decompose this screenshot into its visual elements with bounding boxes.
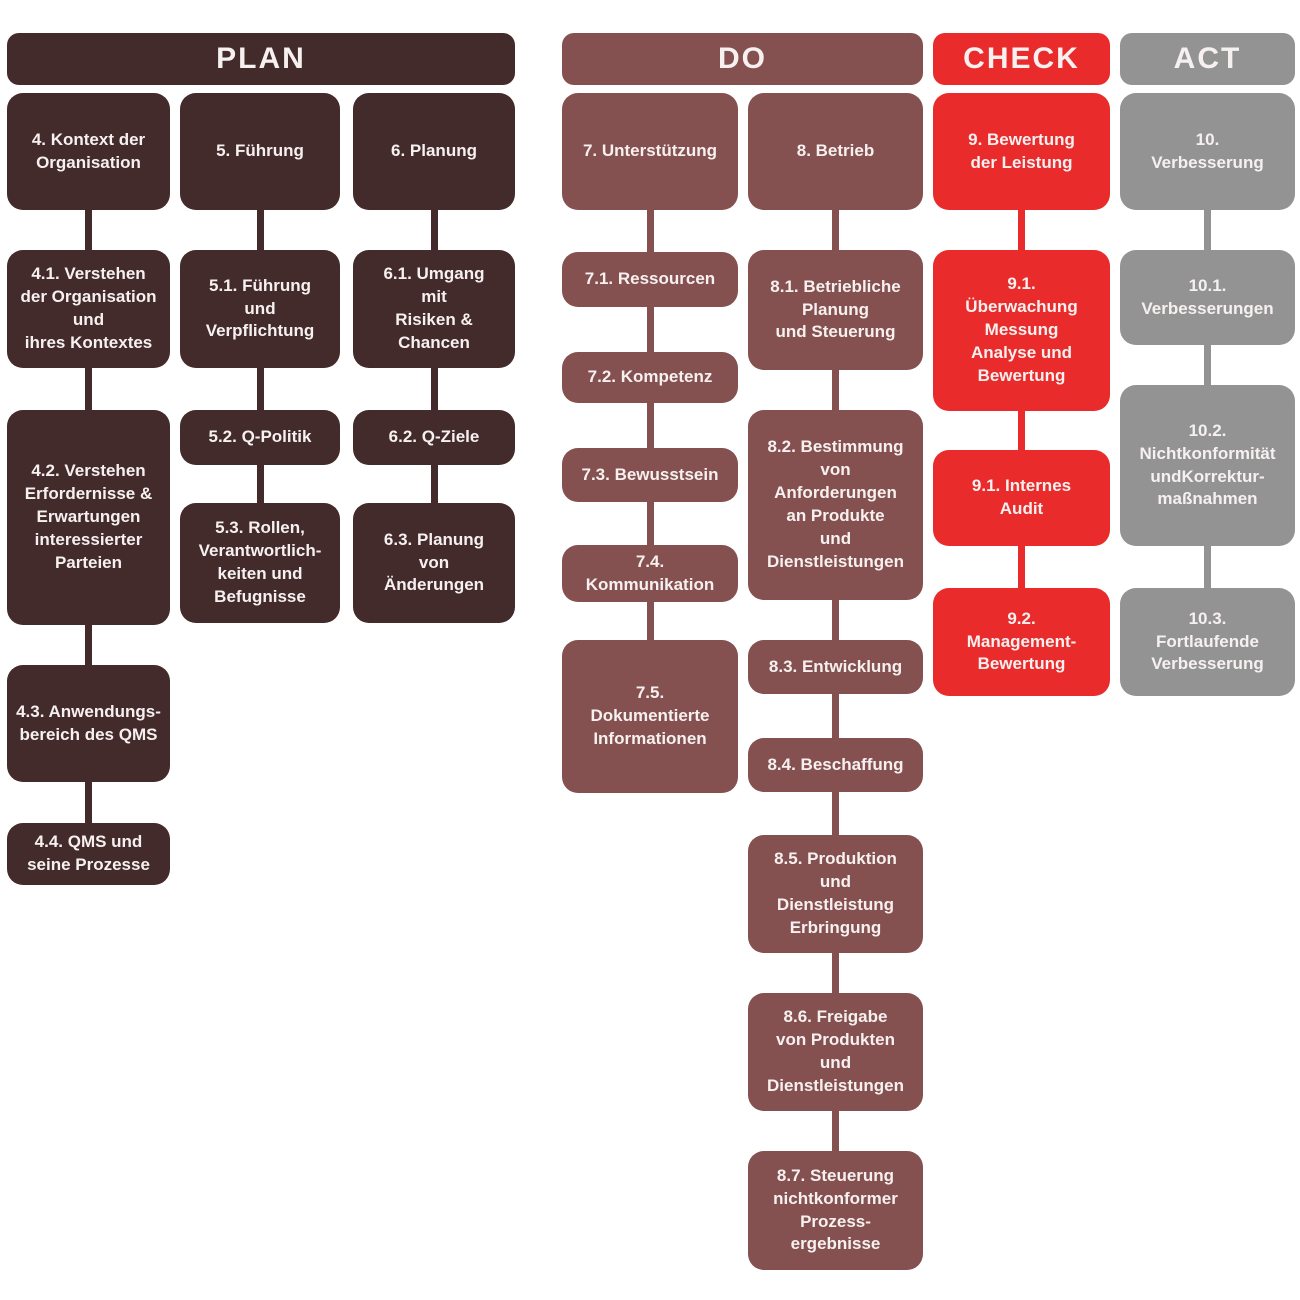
node-7-4: 7.4. Kommunikation [562,545,738,602]
node-10: 10. Verbesserung [1120,93,1295,210]
header-do: DO [562,33,923,85]
column-8-betrieb: 8. Betrieb 8.1. Betriebliche Planung und… [748,93,923,1270]
node-10-1: 10.1. Verbesserungen [1120,250,1295,345]
node-4-4: 4.4. QMS und seine Prozesse [7,823,170,885]
column-5-fuehrung: 5. Führung 5.1. Führung und Verpflichtun… [180,93,340,623]
node-8-5: 8.5. Produktion und Dienstleistung Erbri… [748,835,923,953]
node-4-2: 4.2. Verstehen Erfordernisse & Erwartung… [7,410,170,625]
column-9-bewertung: 9. Bewertung der Leistung 9.1. Überwachu… [933,93,1110,696]
node-7-2: 7.2. Kompetenz [562,352,738,403]
node-5-2: 5.2. Q-Politik [180,410,340,465]
node-4: 4. Kontext der Organisation [7,93,170,210]
node-10-3: 10.3. Fortlaufende Verbesserung [1120,588,1295,696]
node-8-2: 8.2. Bestimmung von Anforderungen an Pro… [748,410,923,600]
node-7-1: 7.1. Ressourcen [562,252,738,307]
node-9-1-audit: 9.1. Internes Audit [933,450,1110,546]
header-check: CHECK [933,33,1110,85]
node-5-3: 5.3. Rollen, Verantwortlich- keiten und … [180,503,340,623]
node-8-4: 8.4. Beschaffung [748,738,923,792]
connector-line [646,151,654,716]
node-8-6: 8.6. Freigabe von Produkten und Dienstle… [748,993,923,1111]
header-act: ACT [1120,33,1295,85]
node-5-1: 5.1. Führung und Verpflichtung [180,250,340,368]
node-9: 9. Bewertung der Leistung [933,93,1110,210]
node-8: 8. Betrieb [748,93,923,210]
node-9-1: 9.1. Überwachung Messung Analyse und Bew… [933,250,1110,411]
node-6: 6. Planung [353,93,515,210]
node-10-2: 10.2. Nichtkonformität undKorrektur- maß… [1120,385,1295,546]
node-4-1: 4.1. Verstehen der Organisation und ihre… [7,250,170,368]
node-7: 7. Unterstützung [562,93,738,210]
node-6-2: 6.2. Q-Ziele [353,410,515,465]
column-7-unterstuetzung: 7. Unterstützung 7.1. Ressourcen 7.2. Ko… [562,93,738,793]
node-8-7: 8.7. Steuerung nichtkonformer Prozess- e… [748,1151,923,1270]
node-7-5: 7.5. Dokumentierte Informationen [562,640,738,793]
node-8-3: 8.3. Entwicklung [748,640,923,694]
node-5: 5. Führung [180,93,340,210]
node-6-3: 6.3. Planung von Änderungen [353,503,515,623]
column-10-verbesserung: 10. Verbesserung 10.1. Verbesserungen 10… [1120,93,1295,696]
column-6-planung: 6. Planung 6.1. Umgang mit Risiken & Cha… [353,93,515,623]
node-7-3: 7.3. Bewusstsein [562,448,738,502]
header-plan: PLAN [7,33,515,85]
node-6-1: 6.1. Umgang mit Risiken & Chancen [353,250,515,368]
node-4-3: 4.3. Anwendungs- bereich des QMS [7,665,170,782]
node-8-1: 8.1. Betriebliche Planung und Steuerung [748,250,923,370]
column-4-kontext: 4. Kontext der Organisation 4.1. Versteh… [7,93,170,885]
node-9-2: 9.2. Management- Bewertung [933,588,1110,696]
